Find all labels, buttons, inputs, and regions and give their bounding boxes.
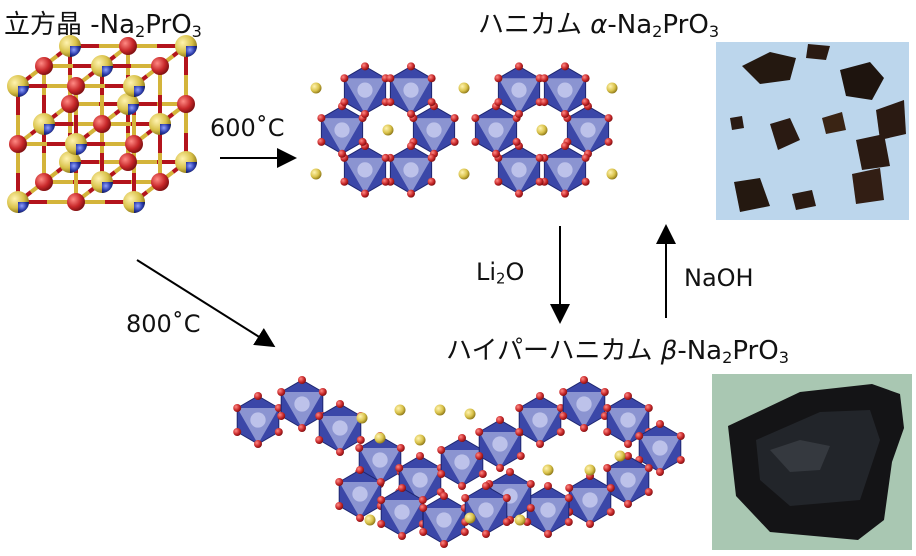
beta-hyperhoneycomb-structure [233,376,685,548]
arrow-to-beta [136,259,276,348]
cubic-lattice-structure [7,35,197,213]
alpha-honeycomb-structure [310,62,618,198]
beta-crystal-photo [712,374,912,550]
alpha-phase-title: ハニカム α-Na2PrO3 [478,10,720,42]
cubic-phase-title: 立方晶 -Na2PrO3 [4,10,202,42]
condition-800c: 800˚C [126,310,201,338]
alpha-crystal-photo [716,42,909,220]
condition-600c: 600˚C [210,114,285,142]
beta-phase-title: ハイパーハニカム β-Na2PrO3 [446,336,789,368]
condition-li2o: Li2O [476,258,525,288]
condition-naoh: NaOH [684,264,754,292]
